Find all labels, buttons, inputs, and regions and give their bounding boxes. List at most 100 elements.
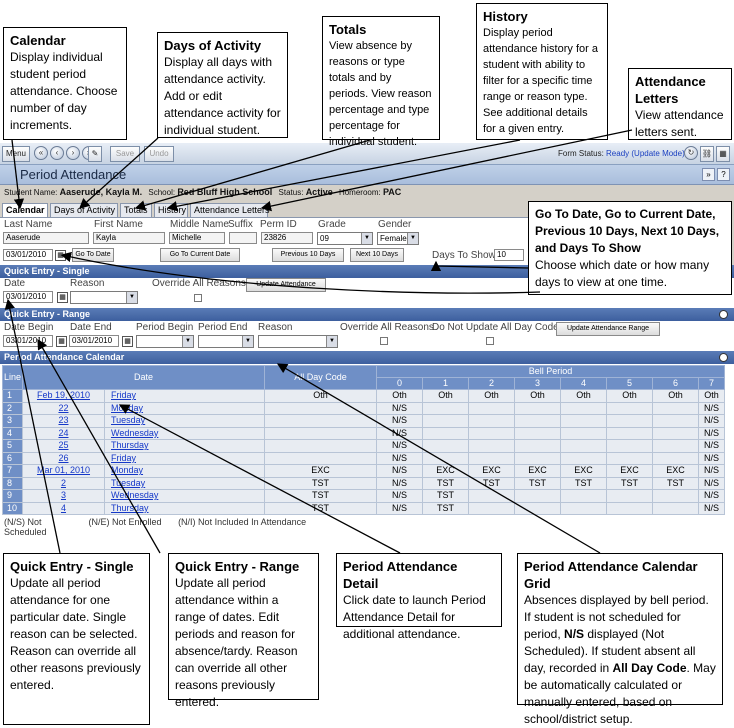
update-attendance-button[interactable]: Update Attendance [246,278,326,292]
all-day-code-cell[interactable]: EXC [264,464,378,478]
period-cell[interactable]: N/S [698,489,726,503]
previous-10-days-button[interactable]: Previous 10 Days [272,248,344,262]
period-cell[interactable] [422,439,470,453]
next-icon[interactable]: › [66,146,80,160]
period-cell[interactable]: N/S [698,451,726,465]
qr-reason-select[interactable]: ▼ [258,335,338,348]
qr-no-update-checkbox[interactable] [486,337,494,345]
period-cell[interactable] [606,451,654,465]
qe-override-checkbox[interactable] [194,294,202,302]
period-cell[interactable]: N/S [698,426,726,440]
col-date-header[interactable]: Date [21,365,266,390]
weekday-link[interactable]: Wednesday [111,427,159,438]
period-cell[interactable] [468,501,516,515]
period-cell[interactable]: TST [422,501,470,515]
weekday-link[interactable]: Tuesday [111,477,146,488]
period-cell[interactable]: EXC [422,464,470,478]
quick-entry-range-header[interactable]: Quick Entry - Range [0,308,734,321]
period-cell[interactable] [422,414,470,428]
date-link[interactable]: Mar 01, 2010 [36,465,91,476]
calendar-icon[interactable]: ▦ [122,336,133,347]
period-cell[interactable] [652,426,700,440]
period-cell[interactable] [468,426,516,440]
save-button[interactable]: Save [110,146,140,162]
period-cell[interactable] [652,501,700,515]
all-day-code-cell[interactable]: TST [264,476,378,490]
period-cell[interactable] [652,451,700,465]
period-cell[interactable] [606,501,654,515]
calendar-icon[interactable]: ▦ [55,250,66,261]
all-day-code-cell[interactable]: Oth [264,389,378,403]
weekday-link[interactable]: Monday [111,402,144,413]
date-link[interactable]: 3 [60,490,66,501]
date-link[interactable]: 25 [58,440,69,451]
calendar-section-header[interactable]: Period Attendance Calendar [0,351,734,364]
period-cell[interactable] [560,501,608,515]
qr-date-end-field[interactable]: 03/01/2010 [69,335,119,347]
period-cell[interactable]: N/S [698,401,726,415]
period-cell[interactable]: N/S [698,414,726,428]
period-cell[interactable] [560,401,608,415]
period-cell[interactable] [514,426,562,440]
weekday-link[interactable]: Thursday [111,440,149,451]
period-cell[interactable]: N/S [376,476,424,490]
period-cell[interactable]: TST [560,476,608,490]
all-day-code-cell[interactable] [264,426,378,440]
weekday-link[interactable]: Friday [111,390,137,401]
period-cell[interactable] [514,489,562,503]
period-cell[interactable] [560,439,608,453]
period-cell[interactable] [606,489,654,503]
period-cell[interactable]: TST [468,476,516,490]
back-icon[interactable]: « [34,146,48,160]
period-cell[interactable] [652,489,700,503]
all-day-code-cell[interactable]: TST [264,501,378,515]
period-cell[interactable]: EXC [652,464,700,478]
calendar-icon[interactable]: ▦ [57,292,68,303]
period-cell[interactable]: EXC [468,464,516,478]
period-cell[interactable] [606,414,654,428]
period-cell[interactable]: N/S [376,414,424,428]
tab-days-of-activity[interactable]: Days of Activity [50,203,118,217]
period-cell[interactable]: TST [422,476,470,490]
period-cell[interactable]: Oth [514,389,562,403]
period-cell[interactable]: N/S [698,464,726,478]
qr-period-begin-select[interactable]: ▼ [136,335,194,348]
period-cell[interactable]: N/S [376,501,424,515]
date-link[interactable]: 22 [58,402,69,413]
qr-override-checkbox[interactable] [380,337,388,345]
date-link[interactable]: Feb 19, 2010 [36,390,91,401]
period-cell[interactable] [652,401,700,415]
period-cell[interactable]: EXC [606,464,654,478]
period-cell[interactable]: N/S [698,501,726,515]
period-cell[interactable] [560,414,608,428]
period-cell[interactable]: N/S [698,476,726,490]
period-cell[interactable]: Oth [698,389,726,403]
weekday-link[interactable]: Friday [111,452,137,463]
collapse-icon[interactable] [719,310,728,319]
period-cell[interactable] [560,451,608,465]
refresh-icon[interactable]: ↻ [684,146,698,160]
tools-icon[interactable]: ✎ [88,146,102,162]
period-cell[interactable] [422,426,470,440]
expand-icon[interactable]: » [702,168,715,181]
period-cell[interactable]: Oth [422,389,470,403]
qr-date-begin-field[interactable]: 03/01/2010 [3,335,53,347]
period-cell[interactable] [514,501,562,515]
all-day-code-cell[interactable]: TST [264,489,378,503]
date-link[interactable]: 4 [60,502,66,513]
period-cell[interactable]: TST [652,476,700,490]
period-cell[interactable]: N/S [376,451,424,465]
period-cell[interactable]: EXC [514,464,562,478]
weekday-link[interactable]: Monday [111,465,144,476]
period-cell[interactable]: Oth [376,389,424,403]
grid-icon[interactable]: ▦ [716,146,730,162]
period-cell[interactable] [560,426,608,440]
go-to-date-field[interactable]: 03/01/2010 [3,249,53,261]
grade-select[interactable]: 09▼ [317,232,373,245]
date-link[interactable]: 24 [58,427,69,438]
all-day-code-cell[interactable] [264,414,378,428]
period-cell[interactable]: N/S [376,464,424,478]
period-cell[interactable] [606,439,654,453]
period-cell[interactable] [422,451,470,465]
previous-icon[interactable]: ‹ [50,146,64,160]
